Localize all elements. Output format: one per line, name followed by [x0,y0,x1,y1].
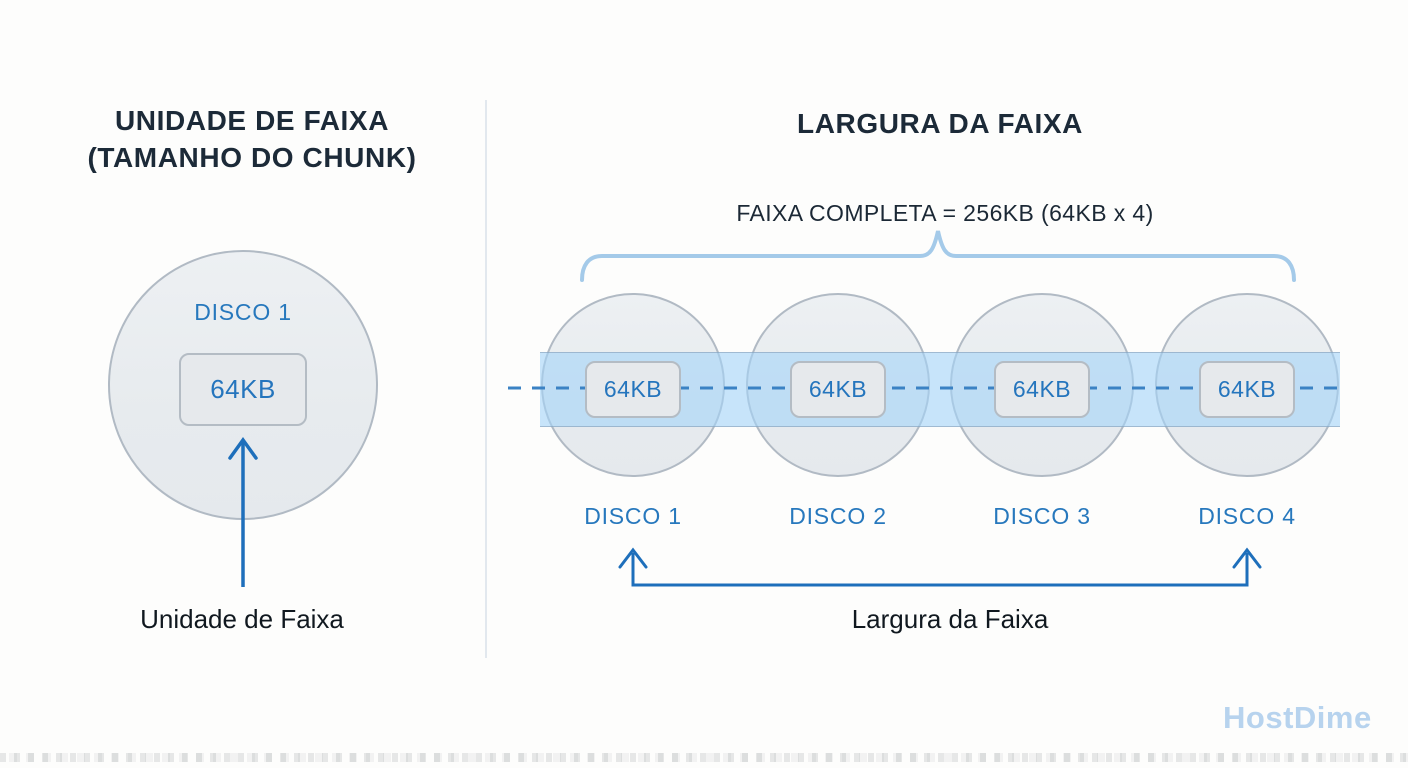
chunk-box-4: 64KB [1199,361,1295,418]
chunk-box-2: 64KB [790,361,886,418]
disk-label-left: DISCO 1 [194,299,292,325]
left-title-line1: UNIDADE DE FAIXA [114,105,390,136]
left-panel-title: UNIDADE DE FAIXA (TAMANHO DO CHUNK) [40,102,464,176]
disk-label-4: DISCO 4 [1198,503,1296,529]
left-caption: Unidade de Faixa [140,604,344,634]
chunk-box-1-label: 64KB [603,376,663,402]
chunk-box-4-label: 64KB [1217,376,1277,402]
disk-label-3: DISCO 3 [993,503,1091,529]
chunk-box-3-label: 64KB [1012,376,1072,402]
right-caption: Largura da Faixa [851,604,1049,634]
chunk-box-1: 64KB [585,361,681,418]
brace-icon [580,230,1296,282]
bottom-texture [0,753,1408,762]
disk-label-2: DISCO 2 [789,503,887,529]
disk-label-1: DISCO 1 [584,503,682,529]
chunk-box-3: 64KB [994,361,1090,418]
chunk-box-left-label: 64KB [210,374,276,404]
full-stripe-label: FAIXA COMPLETA = 256KB (64KB x 4) [736,200,1154,226]
span-bracket-arrows-icon [618,547,1262,587]
right-panel-title: LARGURA DA FAIXA [797,108,1083,139]
up-arrow-icon [228,437,258,587]
chunk-box-2-label: 64KB [808,376,868,402]
chunk-box-left: 64KB [179,353,307,426]
vertical-divider [485,100,487,658]
hostdime-logo: HostDime [1223,700,1372,735]
left-title-line2: (TAMANHO DO CHUNK) [87,142,417,173]
